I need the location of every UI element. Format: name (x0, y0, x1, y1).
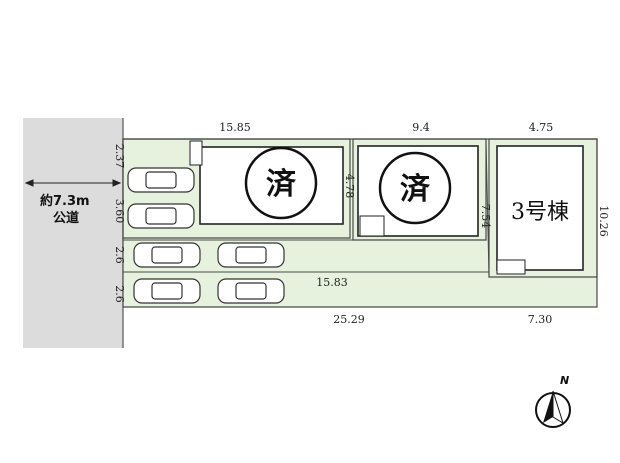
road-width-arrow (24, 179, 122, 187)
public-road (23, 118, 123, 348)
svg-text:済: 済 (400, 172, 431, 207)
sold-mark-lot-1: 済 (244, 146, 318, 220)
sold-mark-lot-2: 済 (378, 151, 452, 225)
dim-lot-boundary-2-3: 7.54 (479, 204, 492, 229)
dim-top-lot-3: 4.75 (529, 121, 554, 134)
dim-right-side: 10.26 (597, 205, 610, 237)
dim-lot-boundary-1-2: 4.78 (343, 174, 356, 199)
lot-1-boundary (122, 138, 351, 239)
lot-2-3-gap (485, 138, 490, 278)
lot-3-label: 3号棟 (511, 200, 569, 225)
svg-text:済: 済 (266, 167, 297, 202)
road-width-label: 約7.3m (40, 193, 90, 209)
north-arrow-icon (535, 390, 571, 428)
car-icons (127, 167, 285, 304)
road-type-label: 公道 (53, 210, 79, 226)
dim-top-lot-1: 15.85 (219, 121, 251, 134)
car-icon (133, 278, 201, 304)
dim-bottom-lot-3: 7.30 (528, 313, 553, 326)
car-icon (217, 278, 285, 304)
car-icon (127, 167, 195, 193)
dim-left-upper: 2.37 (113, 144, 126, 169)
dim-left-lane-2: 2.6 (113, 285, 126, 303)
building-3 (496, 145, 584, 275)
dim-inner-lane: 15.83 (316, 276, 348, 289)
car-icon (217, 242, 285, 268)
north-label: N (560, 374, 569, 387)
dim-top-lot-2: 9.4 (412, 121, 430, 134)
dim-left-lane-1: 2.6 (113, 246, 126, 264)
dim-left-middle: 3.60 (113, 199, 126, 224)
car-icon (127, 203, 195, 229)
car-icon (133, 242, 201, 268)
dim-bottom-total: 25.29 (333, 313, 365, 326)
